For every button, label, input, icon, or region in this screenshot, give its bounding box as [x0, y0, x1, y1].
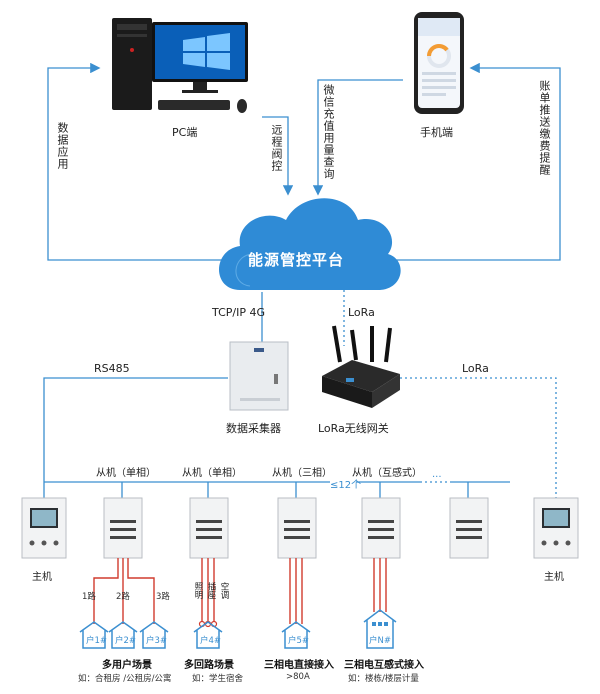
- house-4-label: 户4#: [200, 636, 222, 646]
- slave3-label: 从机（三相）: [272, 468, 332, 479]
- gateway-illustration: [322, 325, 400, 408]
- scene3-title: 三相电直接接入: [264, 660, 334, 671]
- pc-illustration: [112, 18, 248, 113]
- slave4-label: 从机（互感式）: [352, 468, 422, 479]
- scene1-title: 多用户场景: [102, 660, 152, 671]
- scene4-title: 三相电互感式接入: [344, 660, 424, 671]
- circuit-socket-label: 插座: [206, 582, 216, 599]
- lora-gateway-link-label: LoRa: [348, 306, 375, 319]
- rs485-label: RS485: [94, 362, 130, 375]
- lora-lines: [343, 290, 557, 498]
- host-right-label: 主机: [544, 572, 564, 583]
- house-3-label: 户3#: [146, 636, 168, 646]
- scene1-note: 如：合租房 /公租房/公寓: [78, 674, 172, 684]
- data-app-label: 数据应用: [56, 122, 69, 170]
- gateway-label: LoRa无线网关: [318, 422, 389, 435]
- building-windows: [372, 622, 388, 626]
- wechat-label: 微信充值用量查询: [322, 84, 335, 180]
- route-1-label: 1路: [82, 592, 96, 602]
- house-2-label: 户2#: [115, 636, 137, 646]
- lora-right-label: LoRa: [462, 362, 489, 375]
- house-n-label: 户N#: [369, 636, 391, 646]
- dots-label: ···: [432, 472, 442, 483]
- phone-label: 手机端: [420, 126, 453, 139]
- bill-push-label: 账单推送缴费提醒: [538, 80, 551, 176]
- slave2-label: 从机（单相）: [182, 468, 242, 479]
- phone-illustration: [414, 12, 464, 114]
- host-left-label: 主机: [32, 572, 52, 583]
- route-3-label: 3路: [156, 592, 170, 602]
- pc-label: PC端: [172, 126, 198, 139]
- collector-illustration: [229, 341, 289, 411]
- route-2-label: 2路: [116, 592, 130, 602]
- scene2-title: 多回路场景: [184, 660, 234, 671]
- collector-label: 数据采集器: [226, 422, 281, 435]
- scene3-note: >80A: [286, 672, 310, 682]
- tcp-label: TCP/IP 4G: [212, 306, 265, 319]
- slave1-label: 从机（单相）: [96, 468, 156, 479]
- circuit-ac-label: 空调: [219, 582, 229, 599]
- connection-lines: [43, 62, 561, 498]
- houses: [79, 609, 397, 649]
- meters-row: [21, 497, 579, 559]
- wires: [93, 558, 387, 624]
- scene2-note: 如：学生宿舍: [192, 674, 244, 684]
- house-1-label: 户1#: [86, 636, 108, 646]
- count-label: ≤12个: [330, 480, 362, 491]
- house-5-label: 户5#: [288, 636, 310, 646]
- remote-control-label: 远程阀控: [270, 124, 283, 172]
- scene4-note: 如：楼栋/楼层计量: [348, 674, 419, 684]
- circuit-light-label: 照明: [193, 582, 203, 599]
- platform-title: 能源管控平台: [248, 251, 345, 269]
- cloud-shape: [219, 198, 401, 290]
